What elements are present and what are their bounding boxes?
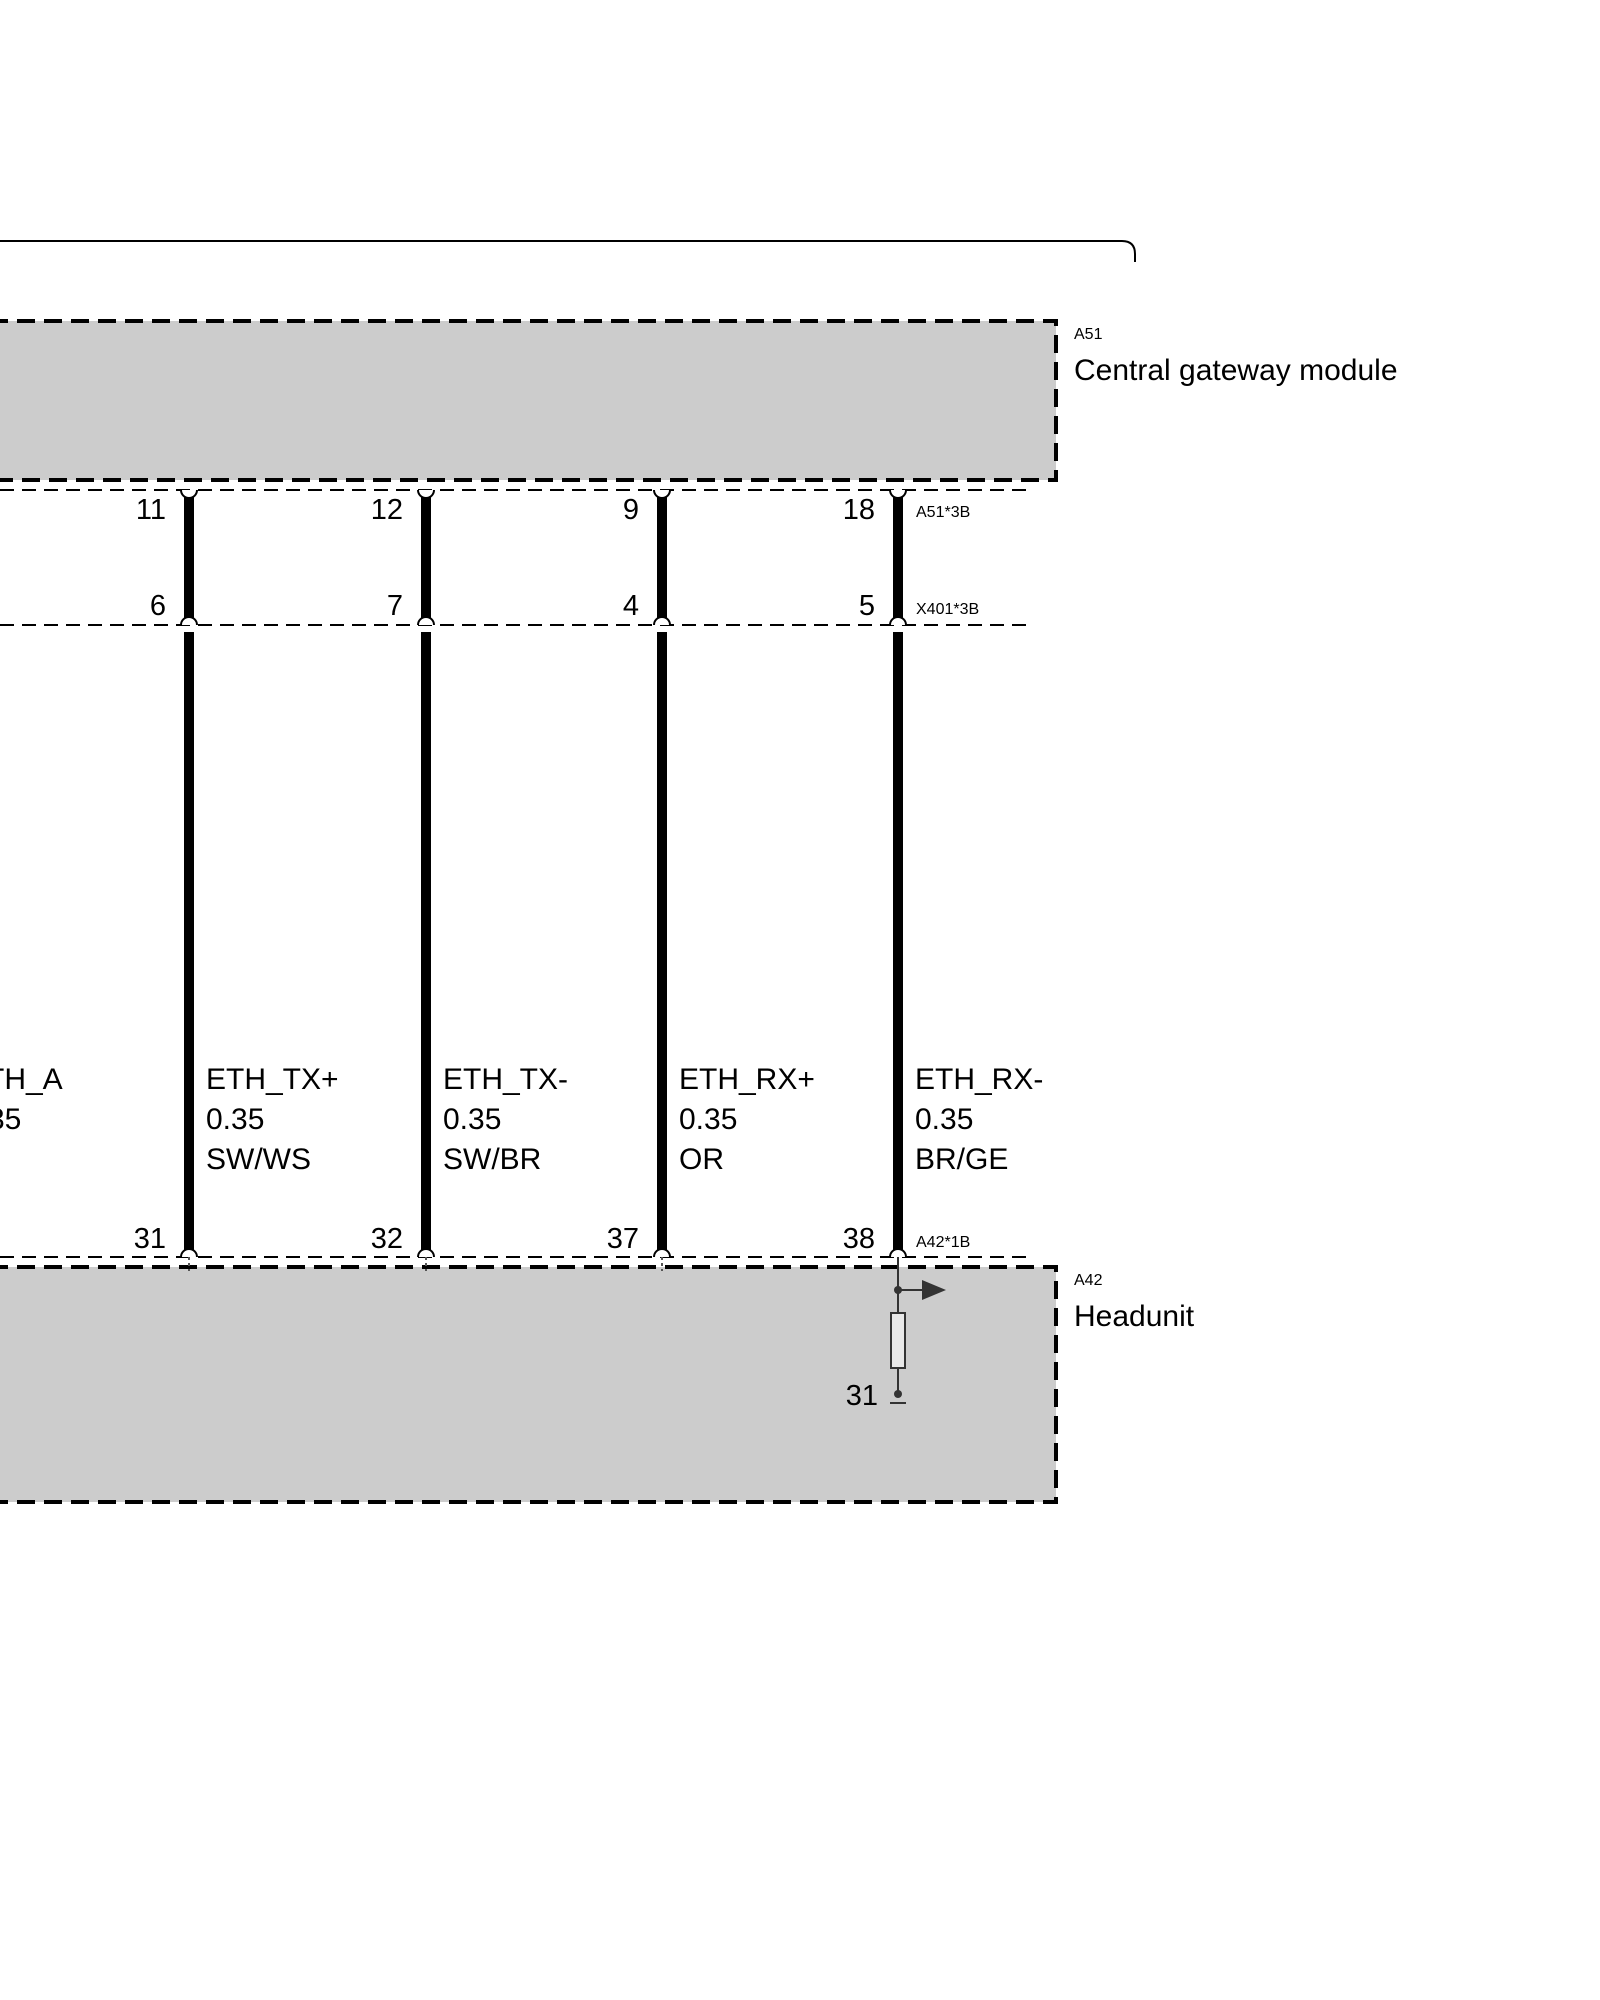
pin-marker (180, 1248, 198, 1258)
pin-gateway: 18 (843, 494, 875, 526)
pin-headunit: 31 (134, 1223, 166, 1255)
wire-eth-rx-plus[interactable]: 9 4 37 ETH_RX+ 0.35 OR (607, 490, 815, 1257)
pin-marker (417, 489, 435, 499)
wire-signal: ETH_TX- (443, 1063, 568, 1096)
gateway-module-code: A51 (1074, 326, 1103, 343)
pin-marker (180, 616, 198, 626)
wire-signal: ETH_TX+ (206, 1063, 339, 1096)
headunit-connector-label: A42*1B (916, 1234, 970, 1251)
headunit-module-code: A42 (1074, 1272, 1103, 1289)
pin-inline: 5 (859, 590, 875, 622)
partial-wire-signal: TH_A (0, 1063, 63, 1096)
pin-inline: 4 (623, 590, 639, 622)
pin-markers (180, 489, 907, 1258)
wire-signal: ETH_RX+ (679, 1063, 815, 1096)
ground-label: 31 (846, 1380, 878, 1412)
wire-color: OR (679, 1143, 724, 1176)
pin-marker (889, 616, 907, 626)
wire-eth-tx-minus[interactable]: 12 7 32 ETH_TX- 0.35 SW/BR (371, 490, 568, 1257)
gateway-module-name: Central gateway module (1074, 354, 1398, 387)
wire-color: BR/GE (915, 1143, 1008, 1176)
wire-size: 0.35 (679, 1103, 737, 1136)
pin-inline: 7 (387, 590, 403, 622)
pin-marker (417, 1248, 435, 1258)
pin-marker (653, 616, 671, 626)
headunit-module-box[interactable] (0, 1265, 1058, 1504)
pin-headunit: 38 (843, 1223, 875, 1255)
wire-signal: ETH_RX- (915, 1063, 1043, 1096)
wire-size: 0.35 (443, 1103, 501, 1136)
wire-eth-rx-minus[interactable]: 18 5 38 ETH_RX- 0.35 BR/GE (843, 490, 1044, 1257)
wire-eth-tx-plus[interactable]: 11 6 31 ETH_TX+ 0.35 SW/WS (134, 490, 339, 1257)
wire-color: SW/WS (206, 1143, 311, 1176)
wire-color: SW/BR (443, 1143, 541, 1176)
pin-marker (653, 489, 671, 499)
gateway-module-box[interactable] (0, 319, 1058, 482)
inline-connector-label: X401*3B (916, 601, 979, 618)
pin-headunit: 32 (371, 1223, 403, 1255)
pin-marker (180, 489, 198, 499)
resistor-icon (890, 1312, 906, 1369)
pin-inline: 6 (150, 590, 166, 622)
pin-marker (653, 1248, 671, 1258)
pin-marker (417, 616, 435, 626)
harness-bracket (0, 240, 1136, 262)
partial-wire-size: 35 (0, 1103, 21, 1136)
pin-marker (889, 1248, 907, 1258)
pin-gateway: 11 (136, 494, 166, 526)
junction-dot (894, 1390, 902, 1398)
wire-size: 0.35 (915, 1103, 973, 1136)
pin-gateway: 12 (371, 494, 403, 526)
pin-headunit: 37 (607, 1223, 639, 1255)
pin-gateway: 9 (623, 494, 639, 526)
output-arrow-icon (922, 1280, 946, 1300)
pin-marker (889, 489, 907, 499)
wire-size: 0.35 (206, 1103, 264, 1136)
gateway-connector-label: A51*3B (916, 504, 970, 521)
termination-circuit: 31 (846, 1257, 946, 1412)
headunit-module-name: Headunit (1074, 1300, 1195, 1333)
